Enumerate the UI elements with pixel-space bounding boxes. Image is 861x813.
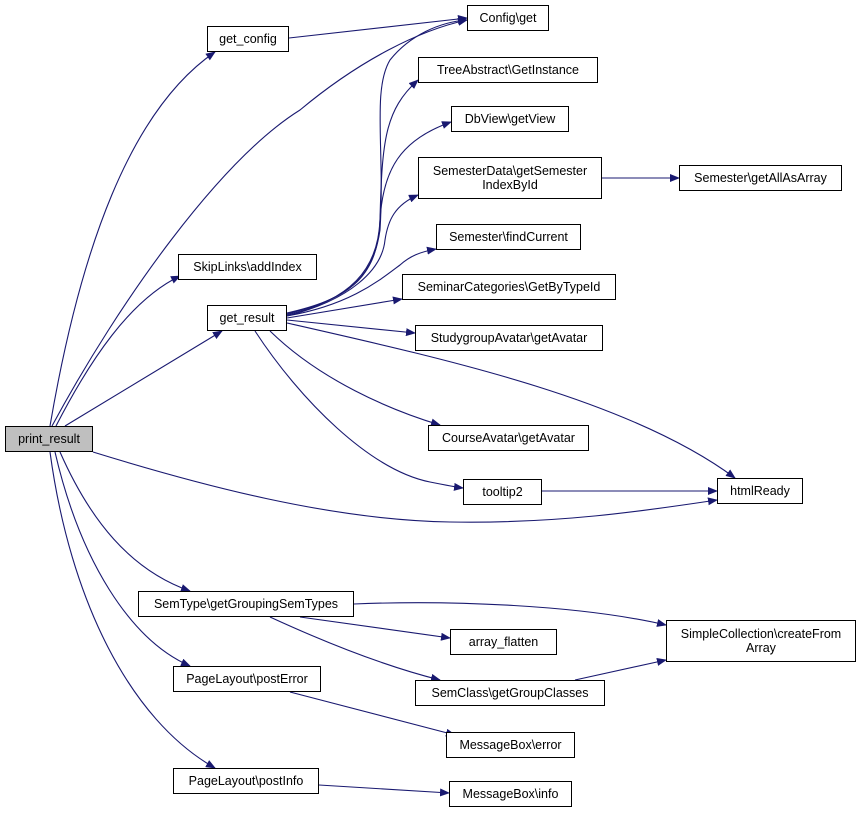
edge-get-result-courseavatar — [269, 330, 441, 427]
edge-get-result-studygroup — [286, 319, 416, 337]
edge-print-result-posterror — [54, 451, 191, 667]
node-tooltip2[interactable]: tooltip2 — [463, 479, 542, 505]
node-config-get[interactable]: Config\get — [467, 5, 549, 31]
node-array-flatten[interactable]: array_flatten — [450, 629, 557, 655]
edge-semtype-semclass — [269, 616, 441, 682]
edge-print-result-get-result — [64, 330, 223, 427]
node-get-config[interactable]: get_config — [207, 26, 289, 52]
node-studygroupavatar-getavatar[interactable]: StudygroupAvatar\getAvatar — [415, 325, 603, 351]
edge-print-result-semtype — [59, 451, 191, 592]
edge-semtype-array-flatten — [299, 616, 451, 641]
node-pagelayout-postinfo[interactable]: PageLayout\postInfo — [173, 768, 319, 794]
node-skiplinks-addindex[interactable]: SkipLinks\addIndex — [178, 254, 317, 280]
edge-get-result-dbview — [286, 121, 452, 316]
node-semesterdata-getindex[interactable]: SemesterData\getSemester IndexById — [418, 157, 602, 199]
edge-get-result-findcurrent — [286, 246, 437, 317]
node-semester-getallasarray[interactable]: Semester\getAllAsArray — [679, 165, 842, 191]
edge-get-result-tooltip2 — [254, 330, 464, 491]
node-simplecollection-createfromarray[interactable]: SimpleCollection\createFrom Array — [666, 620, 856, 662]
edge-semtype-simplecollection — [353, 602, 667, 627]
node-messagebox-error[interactable]: MessageBox\error — [446, 732, 575, 758]
node-courseavatar-getavatar[interactable]: CourseAvatar\getAvatar — [428, 425, 589, 451]
node-dbview-getview[interactable]: DbView\getView — [451, 106, 569, 132]
edge-print-result-config-get — [51, 17, 468, 427]
edge-postinfo-messagebox-info — [318, 784, 450, 797]
node-tree-getinstance[interactable]: TreeAbstract\GetInstance — [418, 57, 598, 83]
node-print-result: print_result — [5, 426, 93, 452]
node-messagebox-info[interactable]: MessageBox\info — [449, 781, 572, 807]
node-semtype-getgroupingsemtypes[interactable]: SemType\getGroupingSemTypes — [138, 591, 354, 617]
node-semclass-getgroupclasses[interactable]: SemClass\getGroupClasses — [415, 680, 605, 706]
edge-print-result-skiplinks — [55, 275, 181, 427]
node-semester-findcurrent[interactable]: Semester\findCurrent — [436, 224, 581, 250]
edge-get-result-seminarcategories — [286, 296, 403, 319]
edge-get-result-htmlready — [286, 322, 736, 479]
edge-print-result-htmlready — [92, 451, 718, 523]
edge-print-result-postinfo — [49, 451, 216, 769]
node-htmlready[interactable]: htmlReady — [717, 478, 803, 504]
edge-print-result-get-config — [49, 51, 216, 427]
edge-get-result-semesterdata — [286, 194, 419, 317]
edge-get-config-config-get — [288, 15, 468, 39]
node-pagelayout-posterror[interactable]: PageLayout\postError — [173, 666, 321, 692]
node-seminarcategories-getbytypeid[interactable]: SeminarCategories\GetByTypeId — [402, 274, 616, 300]
edge-posterror-messagebox-error — [289, 691, 456, 737]
edge-semclass-simplecollection — [574, 658, 667, 681]
node-get-result[interactable]: get_result — [207, 305, 287, 331]
